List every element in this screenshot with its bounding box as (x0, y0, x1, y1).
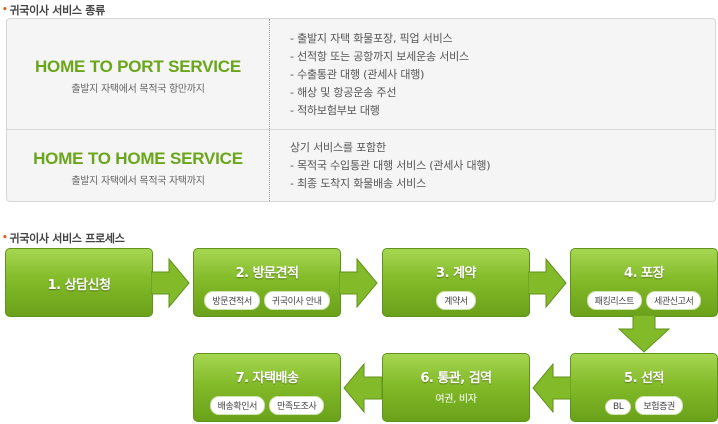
bullet-dot-icon: • (2, 5, 8, 15)
service-detail-line: - 적하보험부보 대행 (290, 104, 380, 117)
step-tag: BL (605, 399, 632, 415)
service-detail-line: 상기 서비스를 포함한 (290, 141, 386, 154)
arrow-right-icon (151, 257, 190, 309)
step-tag: 세관신고서 (646, 291, 702, 310)
service-detail-line: - 수출통관 대행 (관세사 대행) (290, 68, 425, 81)
step-tag: 만족도조사 (269, 396, 325, 415)
arrow-down-icon (617, 315, 671, 353)
service-name-cell: HOME TO PORT SERVICE 출발지 자택에서 목적국 항만까지 (7, 19, 269, 129)
service-row-home-to-port: HOME TO PORT SERVICE 출발지 자택에서 목적국 항만까지 -… (7, 19, 715, 130)
arrow-right-icon (339, 257, 378, 309)
service-detail-line: - 출발지 자택 화물포장, 픽업 서비스 (290, 32, 453, 45)
arrow-left-icon (532, 362, 571, 414)
section-title-process: •귀국이사 서비스 프로세스 (2, 230, 125, 246)
step-note: 여권, 비자 (435, 394, 477, 405)
service-detail-line: - 최종 도착지 화물배송 서비스 (290, 177, 426, 190)
service-subtitle: 출발지 자택에서 목적국 항만까지 (71, 84, 205, 95)
service-name-cell: HOME TO HOME SERVICE 출발지 자택에서 목적국 자택까지 (7, 130, 269, 201)
step-title: 5. 선적 (624, 371, 664, 386)
process-step-6: 6. 통관, 검역 여권, 비자 (382, 353, 530, 422)
service-subtitle: 출발지 자택에서 목적국 자택까지 (71, 176, 205, 187)
arrow-right-icon (528, 257, 567, 309)
step-title: 2. 방문견적 (235, 266, 299, 281)
step-tag: 귀국이사 안내 (263, 291, 330, 310)
step-tag: 배송확인서 (209, 396, 265, 415)
section-title-service-types: •귀국이사 서비스 종류 (2, 2, 105, 18)
cell-divider (269, 19, 270, 129)
arrow-left-icon (343, 362, 382, 414)
service-row-home-to-home: HOME TO HOME SERVICE 출발지 자택에서 목적국 자택까지 상… (7, 130, 715, 201)
step-title: 3. 계약 (436, 266, 476, 281)
step-tag: 계약서 (436, 291, 476, 310)
step-tag: 보험증권 (635, 396, 683, 415)
service-name: HOME TO HOME SERVICE (33, 149, 243, 168)
service-detail-line: - 선적항 또는 공항까지 보세운송 서비스 (290, 50, 469, 63)
process-step-1: 1. 상담신청 (5, 248, 153, 317)
service-detail-line: - 해상 및 항공운송 주선 (290, 86, 397, 99)
service-details: 상기 서비스를 포함한 - 목적국 수입통관 대행 서비스 (관세사 대행) -… (290, 139, 491, 193)
cell-divider (269, 130, 270, 201)
service-name: HOME TO PORT SERVICE (34, 57, 242, 76)
section-title-text: 귀국이사 서비스 프로세스 (9, 232, 125, 245)
process-step-3: 3. 계약 계약서 (382, 248, 530, 317)
step-title: 6. 통관, 검역 (420, 371, 492, 386)
step-title: 4. 포장 (624, 266, 664, 281)
service-types-table: HOME TO PORT SERVICE 출발지 자택에서 목적국 항만까지 -… (6, 18, 716, 202)
step-tag: 방문견적서 (204, 291, 260, 310)
section-title-text: 귀국이사 서비스 종류 (9, 4, 105, 17)
service-detail-line: - 목적국 수입통관 대행 서비스 (관세사 대행) (290, 159, 491, 172)
step-tag: 패킹리스트 (586, 291, 642, 310)
service-details: - 출발지 자택 화물포장, 픽업 서비스 - 선적항 또는 공항까지 보세운송… (290, 30, 469, 120)
bullet-dot-icon: • (2, 233, 8, 243)
step-title: 1. 상담신청 (47, 278, 111, 293)
step-title: 7. 자택배송 (235, 371, 299, 386)
